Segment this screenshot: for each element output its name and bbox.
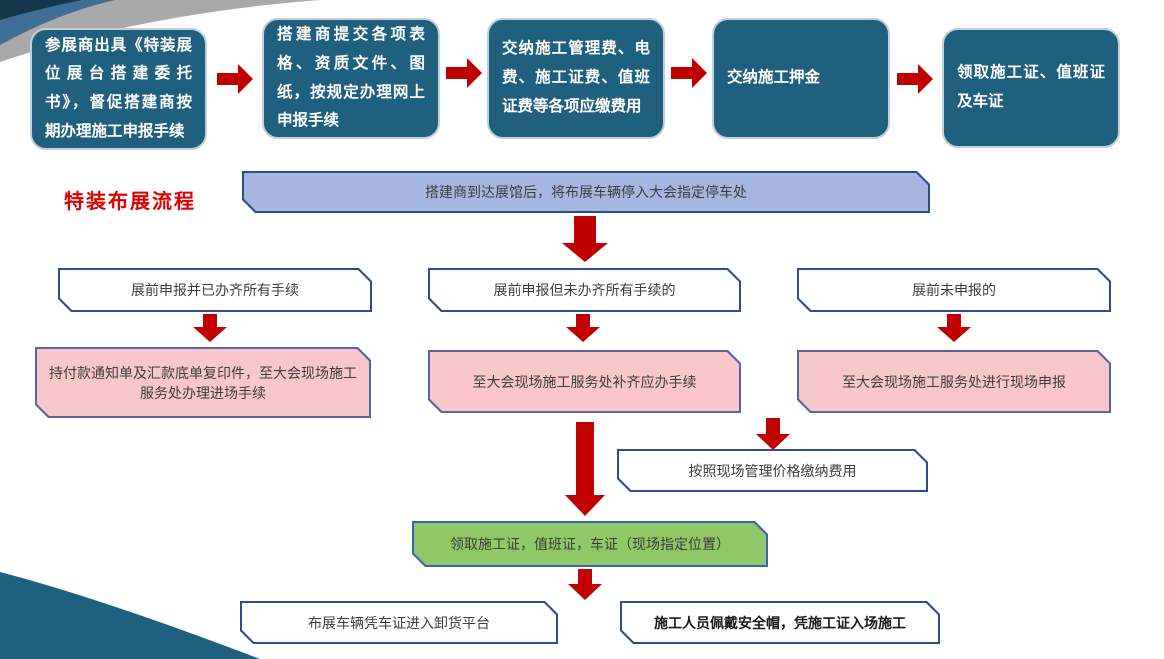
final-label: 布展车辆凭车证进入卸货平台 (308, 614, 490, 631)
arrow-right-icon (897, 64, 933, 94)
step-label: 交纳施工押金 (727, 69, 821, 87)
arrow-down-icon (193, 314, 227, 342)
pickup-badges-label: 领取施工证，值班证，车证（现场指定位置） (450, 536, 730, 552)
condition-label: 展前申报并已办齐所有手续 (131, 282, 299, 298)
step-box-collect-permits: 领取施工证、值班证及车证 (942, 28, 1120, 148)
final-box-safety-helmet: 施工人员佩戴安全帽，凭施工证入场施工 (620, 601, 940, 644)
action-label: 至大会现场施工服务处补齐应办手续 (472, 373, 697, 390)
pickup-badges-box: 领取施工证，值班证，车证（现场指定位置） (412, 521, 768, 567)
action-label: 持付款通知单及汇款底单复印件，至大会现场施工服务处办理进场手续 (49, 364, 357, 401)
ribbon-decoration-bottom-left-icon (0, 572, 260, 659)
final-box-unloading-platform: 布展车辆凭车证进入卸货平台 (240, 601, 558, 644)
arrow-down-icon (568, 569, 602, 600)
arrow-right-icon (217, 64, 253, 94)
arrow-right-icon (671, 58, 707, 88)
arrival-banner-label: 搭建商到达展馆后，将布展车辆停入大会指定停车处 (425, 184, 747, 200)
page-title: 特装布展流程 (64, 191, 196, 213)
step-box-entrust-letter: 参展商出具《特装展位展台搭建委托书》，督促搭建商按期办理施工申报手续 (30, 28, 207, 150)
step-label: 搭建商提交各项表格、资质文件、图纸，按规定办理网上申报手续 (277, 26, 425, 130)
condition-box-not-declared: 展前未申报的 (797, 268, 1111, 312)
arrow-down-icon (566, 314, 600, 342)
step-box-submit-forms: 搭建商提交各项表格、资质文件、图纸，按规定办理网上申报手续 (262, 18, 440, 139)
condition-label: 展前未申报的 (912, 282, 996, 298)
action-box-payment-receipts: 持付款通知单及汇款底单复印件，至大会现场施工服务处办理进场手续 (35, 347, 371, 418)
action-box-complete-procedures: 至大会现场施工服务处补齐应办手续 (428, 350, 741, 413)
step-box-pay-fees: 交纳施工管理费、电费、施工证费、值班证费等各项应缴费用 (487, 18, 665, 139)
arrow-down-icon (562, 216, 608, 262)
step-label: 交纳施工管理费、电费、施工证费、值班证费等各项应缴费用 (502, 40, 650, 115)
step-box-pay-deposit: 交纳施工押金 (712, 18, 890, 139)
action-box-onsite-declaration: 至大会现场施工服务处进行现场申报 (797, 350, 1111, 413)
step-label: 领取施工证、值班证及车证 (957, 64, 1105, 110)
onsite-payment-box: 按照现场管理价格缴纳费用 (617, 449, 928, 492)
condition-label: 展前申报但未办齐所有手续的 (493, 282, 676, 298)
action-label: 至大会现场施工服务处进行现场申报 (842, 373, 1066, 390)
arrow-down-icon (756, 418, 790, 450)
onsite-payment-label: 按照现场管理价格缴纳费用 (688, 462, 857, 479)
condition-box-declared-complete: 展前申报并已办齐所有手续 (58, 268, 372, 312)
arrow-down-long-icon (565, 422, 605, 516)
step-label: 参展商出具《特装展位展台搭建委托书》，督促搭建商按期办理施工申报手续 (45, 36, 192, 140)
arrow-down-icon (937, 314, 971, 342)
condition-box-declared-incomplete: 展前申报但未办齐所有手续的 (428, 268, 741, 312)
arrival-banner-box: 搭建商到达展馆后，将布展车辆停入大会指定停车处 (242, 171, 930, 213)
final-label: 施工人员佩戴安全帽，凭施工证入场施工 (654, 614, 906, 631)
arrow-right-icon (446, 58, 482, 88)
